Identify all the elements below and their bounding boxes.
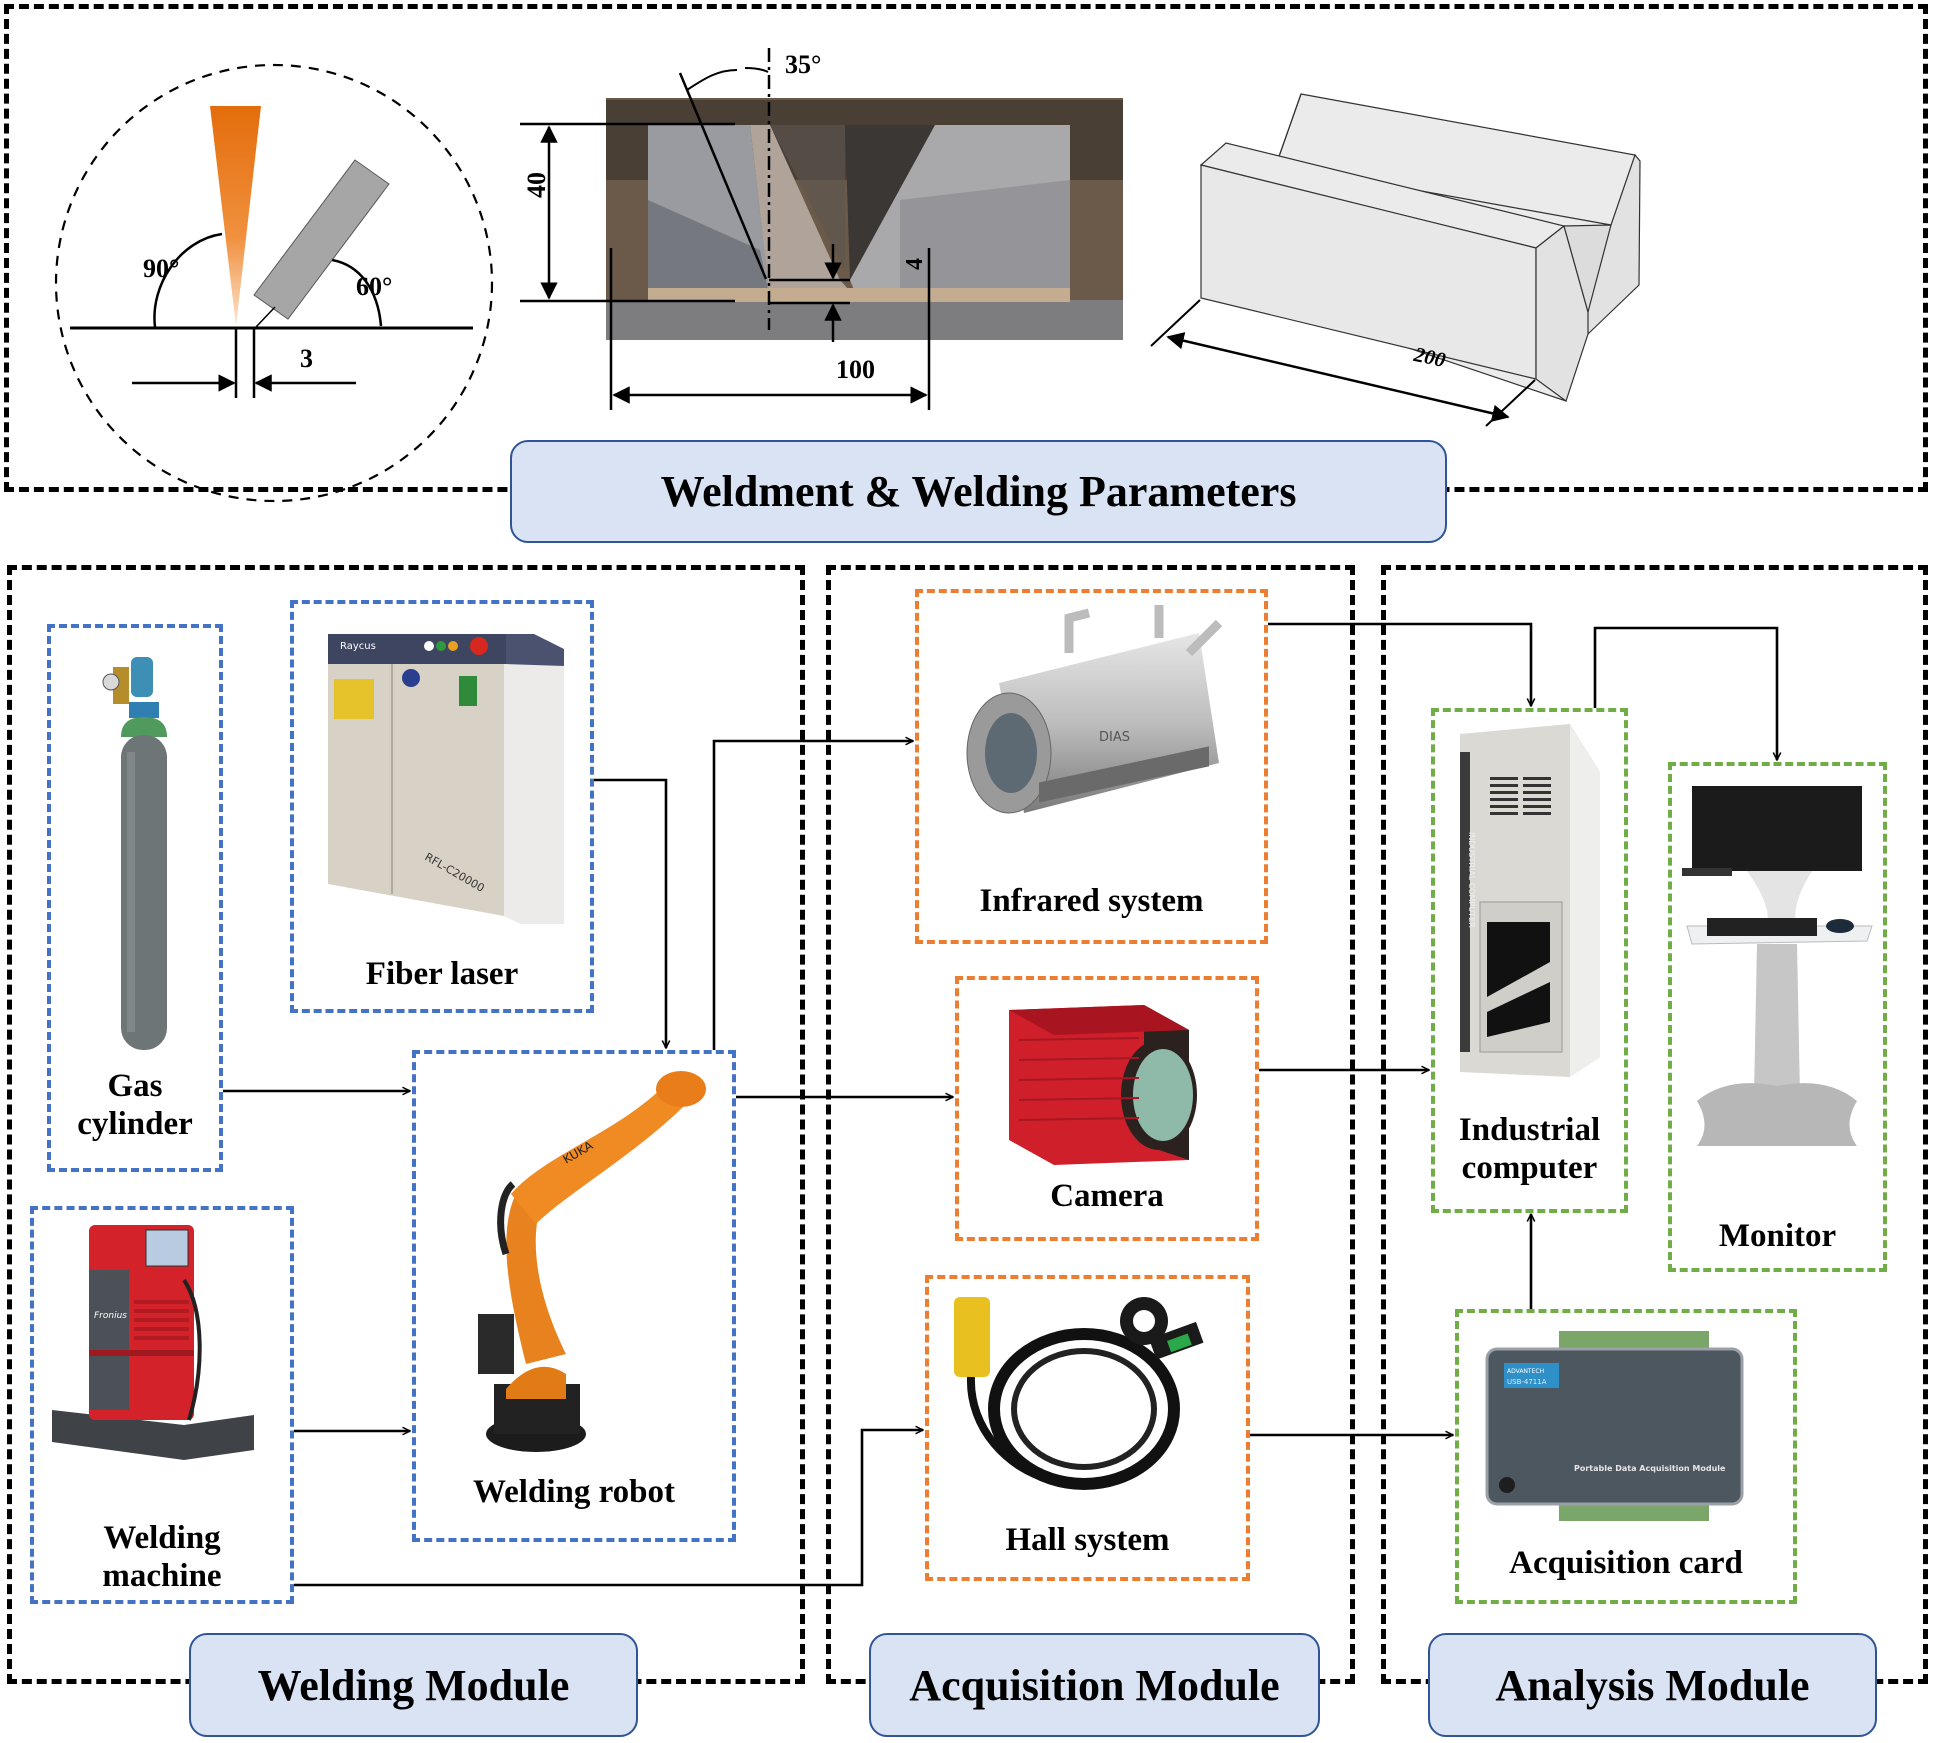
welding-robot-label: Welding robot (472, 1474, 675, 1510)
analysis-module-label-box: Analysis Module (1428, 1633, 1877, 1737)
fronius-logo-text: Fronius (94, 1311, 127, 1321)
infrared-system-box: DIAS Infrared system (915, 589, 1268, 944)
dias-logo-text: DIAS (1099, 730, 1130, 745)
monitor-box: Monitor (1668, 762, 1887, 1272)
angle-90-label: 90° (143, 254, 180, 283)
welding-machine-box: Fronius Welding machine (30, 1206, 294, 1604)
welding-module-label-box: Welding Module (189, 1633, 638, 1737)
analysis-module-title: Analysis Module (1495, 1660, 1810, 1710)
welding-module-title: Welding Module (257, 1660, 570, 1710)
acquisition-card-icon: ADVANTECH USB-4711A Portable Data Acquis… (1485, 1331, 1744, 1521)
raycus-logo-text: Raycus (340, 641, 376, 652)
industrial-computer-box: INDUSTRIAL COMPUTER Industrial computer (1431, 708, 1628, 1213)
acquisition-card-box: ADVANTECH USB-4711A Portable Data Acquis… (1455, 1309, 1797, 1604)
infrared-camera-icon: DIAS (966, 605, 1223, 814)
weldment-title: Weldment & Welding Parameters (660, 467, 1297, 516)
angle-60-label: 60° (356, 272, 393, 301)
welding-robot-icon: KUKA (478, 1071, 706, 1452)
camera-icon (1009, 1005, 1197, 1165)
industrial-computer-icon: INDUSTRIAL COMPUTER (1460, 724, 1600, 1077)
monitor-label: Monitor (1718, 1218, 1837, 1254)
card-caption-text: Portable Data Acquisition Module (1574, 1464, 1726, 1473)
acquisition-card-label: Acquisition card (1509, 1545, 1743, 1581)
hall-sensor-icon (954, 1297, 1204, 1490)
gas-cylinder-label: Gas cylinder (77, 1068, 193, 1142)
thickness-40-label: 40 (522, 172, 551, 198)
welding-machine-label: Welding machine (102, 1520, 222, 1594)
fiber-laser-box: Raycus RFL-C20000 Fiber laser (290, 600, 594, 1013)
industrial-computer-label: Industrial computer (1458, 1112, 1601, 1186)
monitor-station-icon (1682, 786, 1873, 1146)
infrared-system-label: Infrared system (979, 883, 1204, 919)
offset-3-label: 3 (300, 344, 313, 373)
welding-robot-box: KUKA Welding robot (412, 1050, 736, 1542)
gas-cylinder-box: Gas cylinder (47, 624, 223, 1172)
fiber-laser-icon: Raycus RFL-C20000 (328, 634, 564, 924)
camera-box: Camera (955, 976, 1259, 1241)
camera-label: Camera (1050, 1178, 1164, 1214)
fiber-laser-label: Fiber laser (365, 956, 519, 992)
weldment-panel-frame (4, 4, 1928, 492)
weldment-title-box: Weldment & Welding Parameters (510, 440, 1447, 543)
root-face-4-label: 4 (902, 258, 928, 270)
computer-side-text: INDUSTRIAL COMPUTER (1467, 832, 1476, 928)
welding-machine-icon: Fronius (52, 1225, 254, 1460)
hall-system-label: Hall system (1005, 1522, 1170, 1558)
card-model-text: USB-4711A (1507, 1378, 1547, 1386)
advantech-logo-text: ADVANTECH (1507, 1368, 1544, 1375)
acquisition-module-label-box: Acquisition Module (869, 1633, 1320, 1737)
width-100-label: 100 (836, 355, 875, 384)
hall-system-box: Hall system (925, 1275, 1250, 1581)
acquisition-module-title: Acquisition Module (909, 1660, 1280, 1710)
gas-cylinder-icon (102, 657, 167, 1050)
groove-angle-label: 35° (785, 50, 822, 79)
